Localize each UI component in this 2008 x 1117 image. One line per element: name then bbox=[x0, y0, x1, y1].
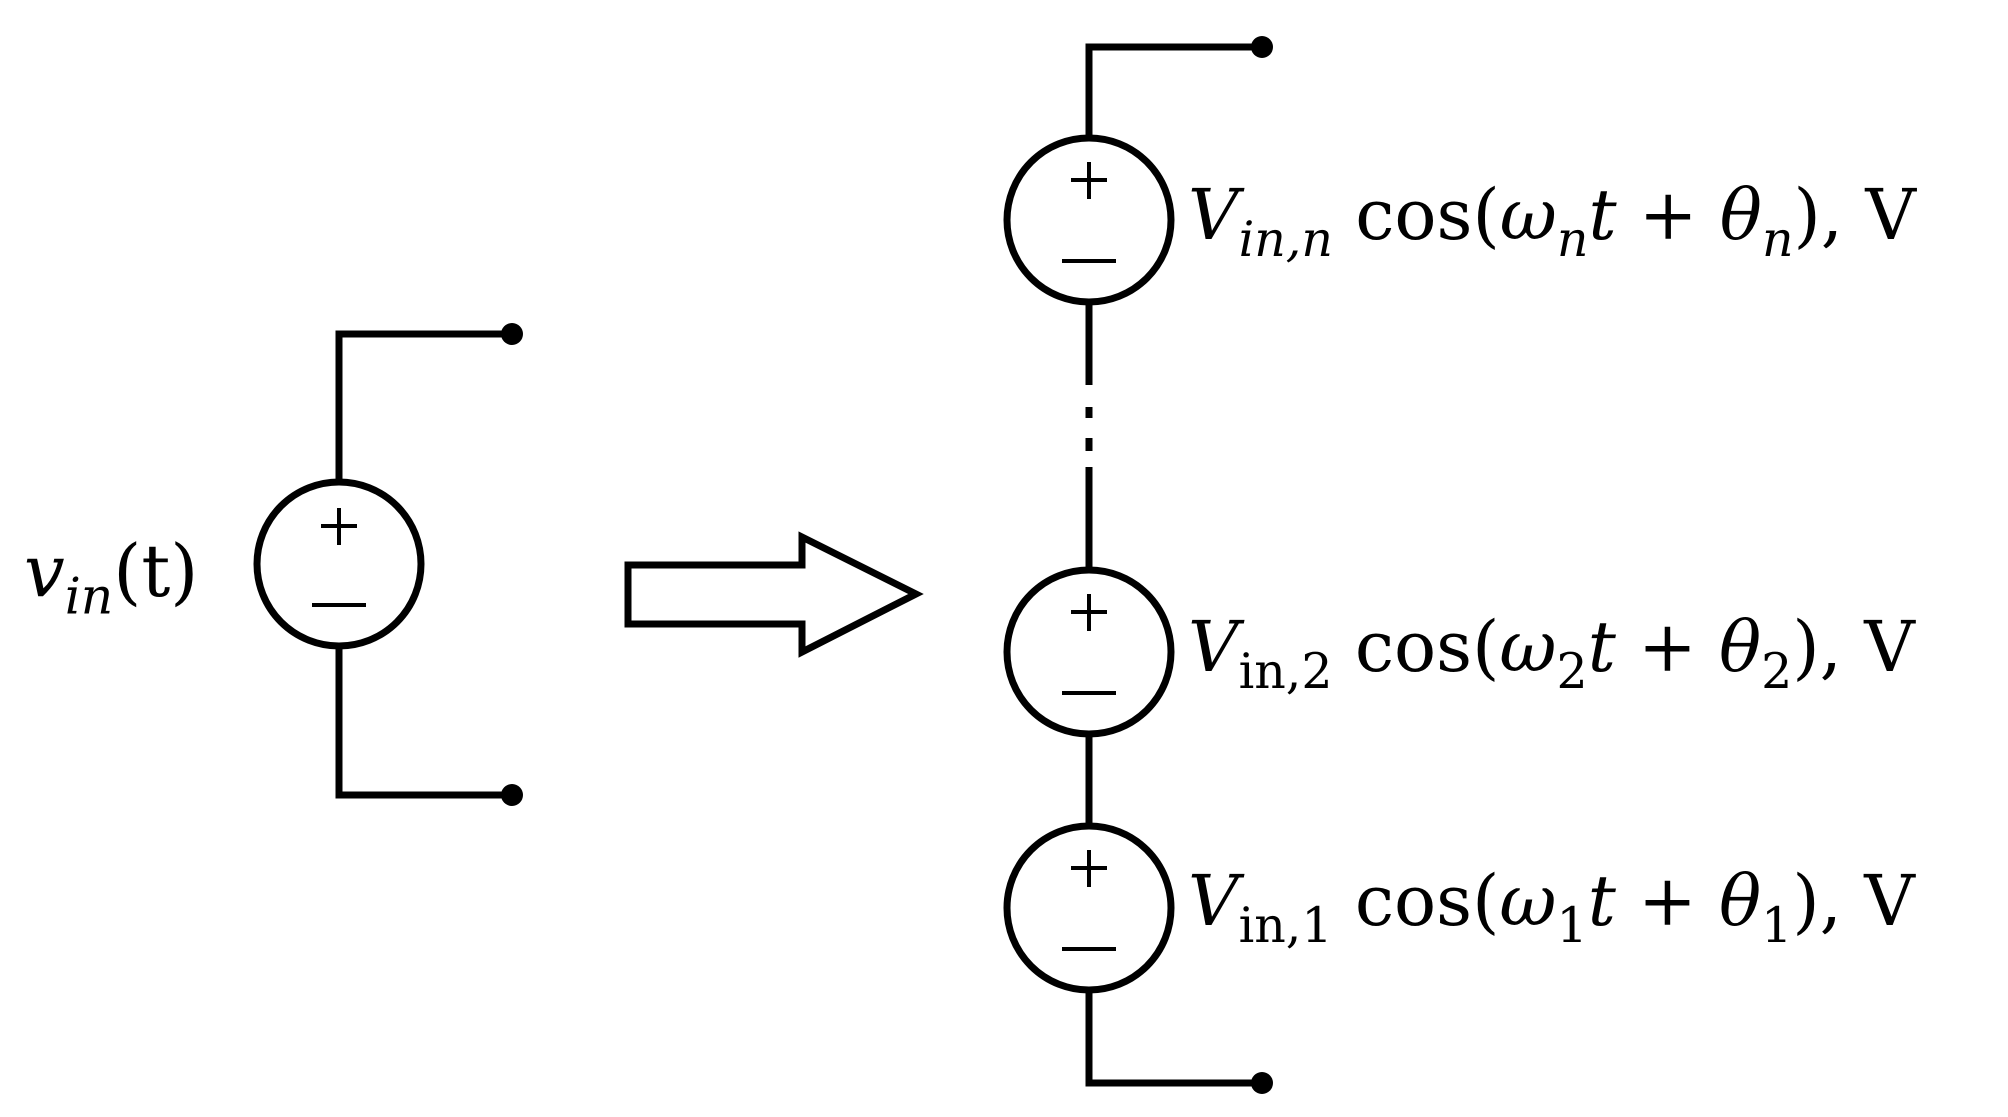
right-top-wire bbox=[1085, 43, 1262, 136]
left-source-label: vin(t) bbox=[24, 529, 199, 626]
voltage-source-1 bbox=[1003, 822, 1175, 994]
left-voltage-source bbox=[253, 478, 425, 650]
left-bottom-terminal bbox=[501, 784, 523, 806]
right-bottom-wire bbox=[1085, 990, 1262, 1087]
voltage-source-n bbox=[1003, 134, 1175, 306]
right-top-terminal bbox=[1251, 36, 1273, 58]
left-bottom-wire bbox=[335, 648, 512, 799]
source-n-label: Vin,n cos(ωnt + θn), V bbox=[1188, 174, 1916, 269]
voltage-source-2 bbox=[1003, 566, 1175, 738]
source-1-label: Vin,1 cos(ω1t + θ1), V bbox=[1188, 860, 1915, 955]
left-top-wire bbox=[335, 330, 512, 480]
source-2-label: Vin,2 cos(ω2t + θ2), V bbox=[1188, 606, 1915, 701]
transform-arrow bbox=[624, 531, 924, 658]
left-top-terminal bbox=[501, 323, 523, 345]
right-bottom-terminal bbox=[1251, 1072, 1273, 1094]
